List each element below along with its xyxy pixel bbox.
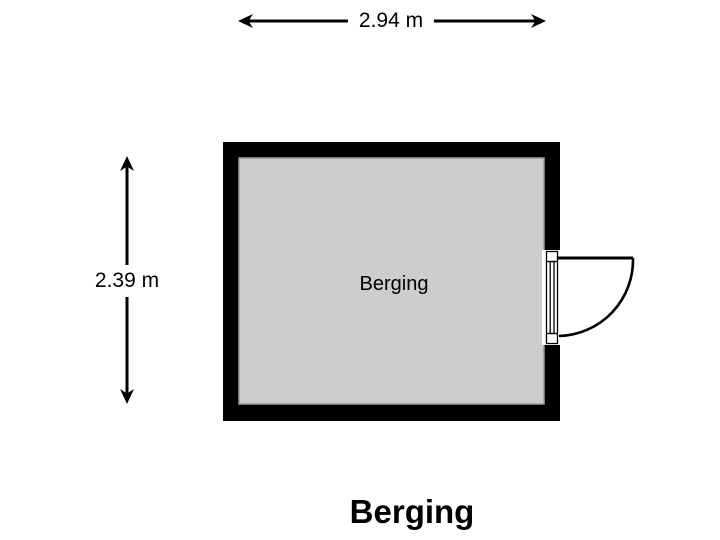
width-arrowhead-right	[531, 14, 546, 28]
room-label: Berging	[359, 273, 429, 295]
room-floor	[238, 157, 545, 405]
page-title: Berging	[349, 493, 475, 530]
height-dimension-label: 2.39 m	[83, 265, 171, 297]
height-arrowhead-top	[120, 156, 134, 171]
door	[542, 250, 635, 345]
door-swing-arc	[558, 257, 635, 338]
width-dimension-label: 2.94 m	[347, 5, 435, 37]
width-arrowhead-left	[238, 14, 253, 28]
height-arrowhead-bottom	[120, 389, 134, 404]
door-frame-inner	[549, 260, 555, 335]
door-frame-outer	[545, 250, 559, 345]
